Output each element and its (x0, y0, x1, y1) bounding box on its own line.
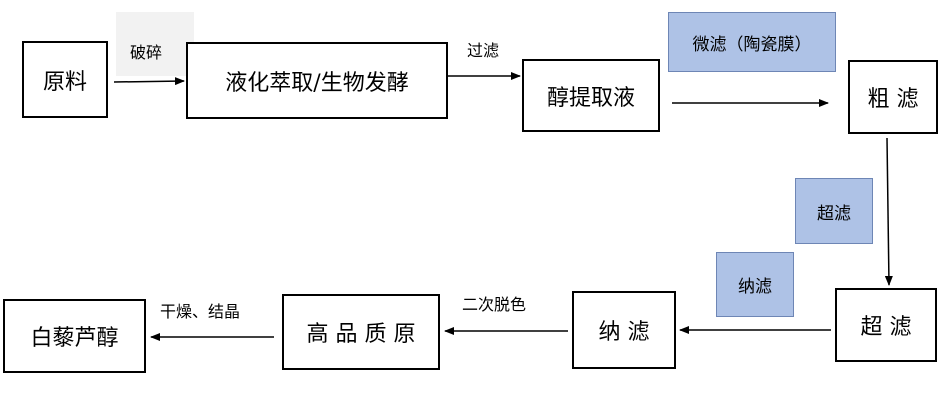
node-alcohol-extract: 醇提取液 (522, 59, 660, 132)
label-crushing: 破碎 (130, 43, 163, 62)
node-resveratrol: 白藜芦醇 (3, 299, 146, 373)
arrow-coarse-to-ultra (884, 137, 893, 286)
node-high-quality-raw: 高 品 质 原 (282, 294, 440, 370)
arrow-raw-to-extraction (113, 77, 185, 86)
label-filtering: 过滤 (467, 41, 500, 60)
node-liquefaction-extraction: 液化萃取/生物发酵 (186, 42, 448, 119)
note-microfiltration: 微滤（陶瓷膜） (668, 12, 836, 72)
node-coarse-filtration: 粗 滤 (848, 60, 938, 134)
label-patch (116, 12, 194, 76)
node-ultrafiltration: 超 滤 (835, 288, 937, 362)
node-nanofiltration: 纳 滤 (572, 291, 676, 369)
node-raw-material: 原料 (22, 41, 108, 118)
note-nanofiltration: 纳滤 (716, 252, 794, 317)
label-secondary-decolorization: 二次脱色 (462, 295, 527, 314)
note-ultrafiltration: 超滤 (795, 178, 873, 244)
label-drying-crystallization: 干燥、结晶 (160, 302, 241, 321)
